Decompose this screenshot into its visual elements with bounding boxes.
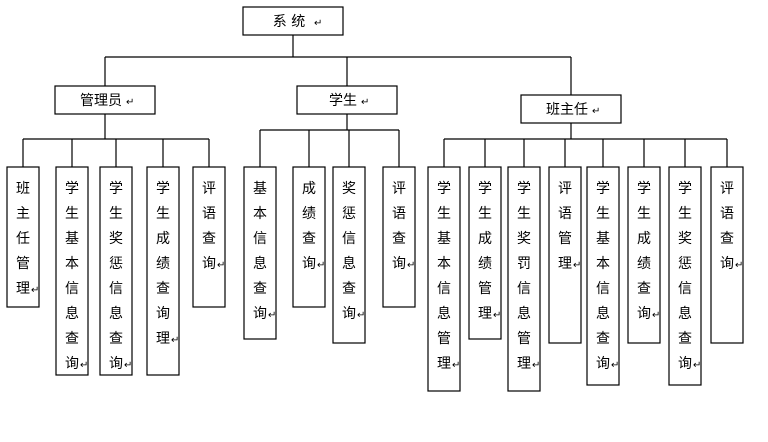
leaf-node: 学生成绩查询理↵	[146, 166, 180, 376]
leaf-label: 评语管理	[558, 181, 572, 272]
leaf-label: 评语查询	[202, 181, 216, 272]
role-label: 管理员	[80, 93, 122, 109]
leaf-node: 奖惩信息查询↵	[332, 166, 366, 344]
leaf-node: 学生基本信息查询↵	[55, 166, 89, 376]
leaf-node: 班主任管理↵	[6, 166, 40, 308]
leaf-label: 评语查询	[720, 181, 734, 272]
role-node-2: 学生 ↵	[296, 85, 398, 115]
role-node-1: 管理员 ↵	[54, 85, 156, 115]
return-mark: ↵	[126, 97, 134, 108]
leaf-label: 学生成绩查询	[637, 181, 651, 322]
leaf-label: 基本信息查询	[253, 180, 267, 322]
root-node: 系 统 ↵	[242, 6, 344, 36]
return-mark: ↵	[80, 360, 88, 371]
return-mark: ↵	[357, 310, 365, 321]
root-label: 系 统	[273, 14, 305, 30]
leaf-label: 评语查询	[392, 181, 406, 272]
leaf-node: 学生奖罚信息管理↵	[507, 166, 541, 392]
leaf-node: 评语查询↵	[710, 166, 744, 344]
leaf-label: 学生成绩查询理	[156, 181, 170, 347]
return-mark: ↵	[217, 260, 225, 271]
leaf-node: 评语管理↵	[548, 166, 582, 344]
leaf-label: 学生奖惩信息查询	[109, 181, 123, 372]
return-mark: ↵	[592, 106, 600, 117]
return-mark: ↵	[31, 285, 39, 296]
return-mark: ↵	[652, 310, 660, 321]
leaf-node: 基本信息查询↵	[243, 166, 277, 340]
role-label: 班主任	[546, 102, 588, 118]
return-mark: ↵	[532, 360, 540, 371]
leaf-label: 学生基本信息管理	[437, 181, 451, 372]
leaf-label: 学生奖惩信息查询	[678, 181, 692, 372]
leaf-node: 评语查询↵	[382, 166, 416, 308]
return-mark: ↵	[171, 335, 179, 346]
leaf-node: 学生基本信息查询↵	[586, 166, 620, 386]
leaf-label: 学生基本信息查询	[596, 181, 610, 372]
return-mark: ↵	[611, 360, 619, 371]
leaf-label: 学生奖罚信息管理	[517, 181, 531, 372]
return-mark: ↵	[361, 97, 369, 108]
return-mark: ↵	[735, 260, 743, 271]
return-mark: ↵	[124, 360, 132, 371]
leaf-label: 班主任管理	[16, 181, 30, 297]
leaf-label: 奖惩信息查询	[342, 180, 356, 322]
role-node-3: 班主任 ↵	[520, 94, 622, 124]
return-mark: ↵	[407, 260, 415, 271]
leaf-node: 成绩查询↵	[292, 166, 326, 308]
leaf-node: 学生成绩查询↵	[627, 166, 661, 344]
return-mark: ↵	[573, 260, 581, 271]
role-label: 学生	[329, 93, 357, 109]
leaf-label: 学生成绩管理	[478, 181, 492, 322]
leaf-label: 成绩查询	[302, 181, 316, 272]
return-mark: ↵	[268, 310, 276, 321]
leaf-label: 学生基本信息查询	[65, 181, 79, 372]
leaf-node: 学生基本信息管理↵	[427, 166, 461, 392]
leaf-node: 学生奖惩信息查询↵	[668, 166, 702, 386]
leaf-node: 学生成绩管理↵	[468, 166, 502, 340]
return-mark: ↵	[493, 310, 501, 321]
return-mark: ↵	[317, 260, 325, 271]
return-mark: ↵	[314, 18, 322, 29]
leaf-node: 学生奖惩信息查询↵	[99, 166, 133, 376]
leaf-node: 评语查询↵	[192, 166, 226, 308]
return-mark: ↵	[452, 360, 460, 371]
return-mark: ↵	[693, 360, 701, 371]
